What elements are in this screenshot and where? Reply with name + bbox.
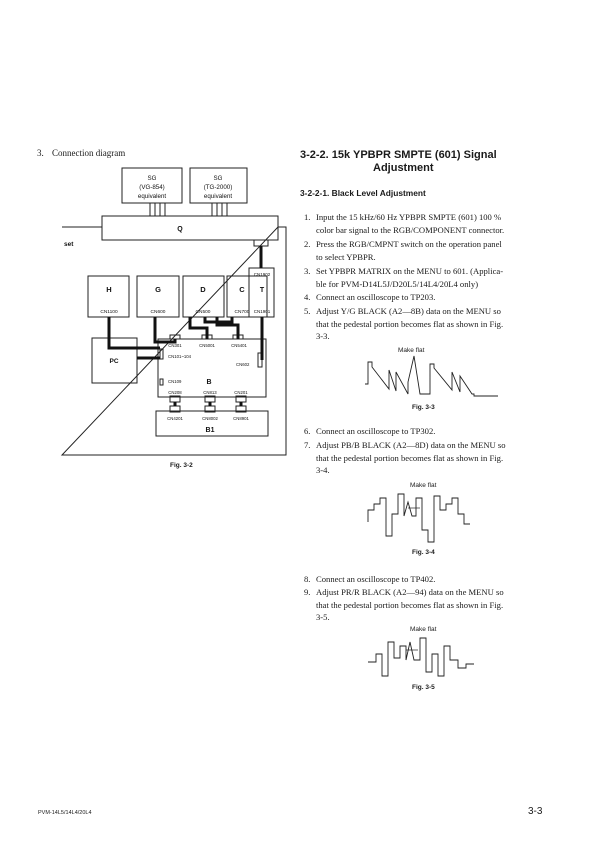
set-outline xyxy=(60,226,287,456)
cable-c-b xyxy=(215,317,240,339)
b-top-conn-1: CN301 xyxy=(168,343,182,348)
step-4: 4. Connect an oscilloscope to TP203. xyxy=(304,292,436,302)
heading-text: Connection diagram xyxy=(52,148,126,158)
fig-3-4-caption: Fig. 3-4 xyxy=(412,549,435,556)
step-9: 9. Adjust PR/R BLACK (A2—94) data on the… xyxy=(304,587,504,623)
step-7: 7. Adjust PB/B BLACK (A2—8D) data on the… xyxy=(304,440,506,476)
page-number: 3-3 xyxy=(528,806,543,817)
cable-g-b xyxy=(153,317,177,344)
sg1-title: SG xyxy=(148,175,157,182)
fig-3-5-caption: Fig. 3-5 xyxy=(412,684,435,691)
t-conn: CN1901 xyxy=(254,309,271,314)
sg2-equiv: equivalent xyxy=(204,193,232,200)
c-label: C xyxy=(239,285,245,294)
t-top-conn: CN1902 xyxy=(254,272,271,277)
fig-3-4-waveform xyxy=(367,493,470,543)
step-5: 5. Adjust Y/G BLACK (A2—8B) data on the … xyxy=(304,306,504,342)
step-8: 8. Connect an oscilloscope to TP402. xyxy=(304,574,436,584)
c-conn: CN700 xyxy=(235,309,250,315)
b-bot-conn-3: CN201 xyxy=(234,390,248,395)
fig-3-3-label: Make flat xyxy=(398,347,425,354)
set-label: set xyxy=(64,241,74,248)
step-3: 3. Set YPBPR MATRIX on the MENU to 601. … xyxy=(304,266,504,289)
sg2-title: SG xyxy=(214,175,223,182)
heading-number: 3. xyxy=(37,148,44,158)
step-2: 2. Press the RGB/CMPNT switch on the ope… xyxy=(304,239,502,262)
sg-tg2000-box xyxy=(189,167,248,204)
q-label: Q xyxy=(177,226,183,233)
d-conn: CN500 xyxy=(196,309,211,315)
b-top-conn-3: CN5401 xyxy=(231,343,247,348)
b-cn109: CN109 xyxy=(168,379,182,384)
fig-3-5-label: Make flat xyxy=(410,626,437,633)
b-top-conn-2: CN5001 xyxy=(199,343,215,348)
section-title-line1: 3-2-2. 15k YPBPR SMPTE (601) Signal xyxy=(300,149,497,161)
sg2-model: (TG-2000) xyxy=(204,184,233,191)
b-cn602: CN602 xyxy=(236,362,250,367)
b-label: B xyxy=(206,379,211,386)
b1-conn-3: CN8901 xyxy=(233,416,249,421)
pc-label: PC xyxy=(109,358,118,365)
g-label: G xyxy=(155,285,161,294)
pc-box xyxy=(91,337,138,384)
fig-3-5-waveform xyxy=(368,637,474,677)
b1-conn-1: CN4201 xyxy=(167,416,183,421)
b1-label: B1 xyxy=(206,427,215,434)
g-board xyxy=(136,275,180,318)
step-6: 6. Connect an oscilloscope to TP302. xyxy=(304,426,436,436)
h-label: H xyxy=(106,285,111,294)
sg1-equiv: equivalent xyxy=(138,193,166,200)
sg1-model: (VG-854) xyxy=(139,184,164,191)
cable-d-b xyxy=(188,317,209,339)
b-bot-conn-1: CN208 xyxy=(168,390,182,395)
b1-board xyxy=(155,410,269,437)
fig-3-3-waveform xyxy=(365,355,498,397)
subsection-title: 3-2-2-1. Black Level Adjustment xyxy=(300,188,426,198)
footer-model: PVM-14L5/14L4/20L4 xyxy=(38,810,92,816)
step-1: 1. Input the 15 kHz/60 Hz YPBPR SMPTE (6… xyxy=(304,212,505,235)
section-title-line2: Adjustment xyxy=(373,162,434,174)
fig-3-4-label: Make flat xyxy=(410,482,437,489)
cable-d-c xyxy=(203,317,234,324)
b1-conn-2: CN8002 xyxy=(202,416,218,421)
c-board xyxy=(226,275,268,318)
fig-3-3-caption: Fig. 3-3 xyxy=(412,404,435,411)
fig-3-2-caption: Fig. 3-2 xyxy=(170,462,193,469)
cable-h-b xyxy=(107,317,160,350)
t-label: T xyxy=(260,287,265,294)
b-cn101: CN101~104 xyxy=(168,354,192,359)
q-box xyxy=(101,215,279,241)
h-conn: CN1100 xyxy=(100,309,118,315)
connection-diagram-heading: 3. Connection diagram xyxy=(37,148,125,158)
b-bot-conn-2: CN813 xyxy=(203,390,217,395)
d-label: D xyxy=(200,285,206,294)
g-conn: CN600 xyxy=(151,309,166,315)
